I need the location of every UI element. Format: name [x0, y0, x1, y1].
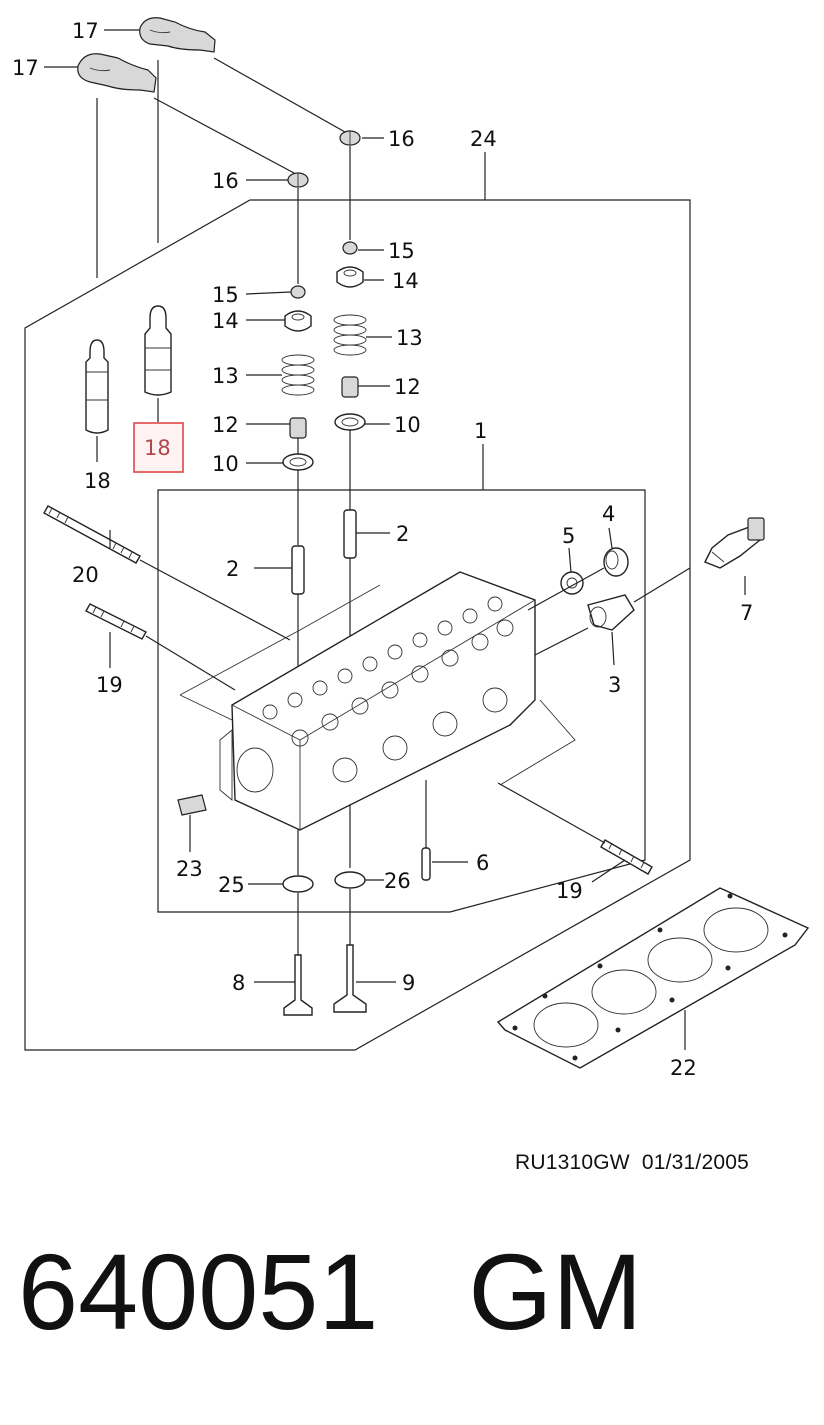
callout-16b: 16 [212, 169, 239, 193]
sensor-7 [704, 517, 765, 569]
callout-26: 26 [384, 869, 411, 893]
stud-19-right [600, 839, 653, 875]
callout-13a: 13 [396, 326, 423, 350]
part-number: 640051 [18, 1231, 379, 1352]
callout-4: 4 [602, 502, 615, 526]
callout-16a: 16 [388, 127, 415, 151]
callout-10a: 10 [394, 413, 421, 437]
part-number-footer: 640051 GM [18, 1238, 642, 1346]
stud-20 [43, 505, 141, 564]
callout-19b: 19 [556, 879, 583, 903]
hydraulic-lifter-left [85, 339, 109, 434]
callout-13b: 13 [212, 364, 239, 388]
callout-labels: 17 17 16 16 24 15 15 14 14 13 13 12 12 1… [12, 19, 753, 1080]
callout-9: 9 [402, 971, 415, 995]
callout-7: 7 [740, 601, 753, 625]
callout-10b: 10 [212, 452, 239, 476]
head-gasket [496, 887, 810, 1069]
dowel-6 [421, 780, 431, 881]
callout-12b: 12 [212, 413, 239, 437]
callout-6: 6 [476, 851, 489, 875]
callout-23: 23 [176, 857, 203, 881]
callout-2a: 2 [396, 522, 409, 546]
sensor-3 [587, 594, 635, 631]
callout-17b: 17 [12, 56, 39, 80]
callout-24: 24 [470, 127, 497, 151]
leader-lines [44, 29, 746, 1050]
callout-15b: 15 [212, 283, 239, 307]
hydraulic-lifter-right [144, 305, 172, 396]
cylinder-head [179, 571, 576, 831]
rocker-arm-lower [77, 53, 157, 93]
valve-train-left [281, 285, 315, 1016]
group-frame-1 [157, 489, 646, 913]
callout-15a: 15 [388, 239, 415, 263]
group-frame-24 [24, 199, 691, 1051]
callout-12a: 12 [394, 375, 421, 399]
valve-train-right [333, 241, 367, 1013]
callout-18a: 18 [84, 469, 111, 493]
valve-key-16-right [339, 130, 361, 146]
valve-key-16-left [287, 172, 309, 188]
brand-name: GM [468, 1231, 643, 1352]
callout-8: 8 [232, 971, 245, 995]
callout-1: 1 [474, 419, 487, 443]
plug-23 [177, 794, 207, 816]
diagram-reference-code: RU1310GW 01/31/2005 [515, 1151, 749, 1174]
callout-14a: 14 [392, 269, 419, 293]
rocker-arm-upper [139, 17, 216, 53]
callout-18b: 18 [144, 436, 171, 460]
callout-5: 5 [562, 524, 575, 548]
highlight-box-18 [133, 422, 184, 473]
callout-22: 22 [670, 1056, 697, 1080]
callout-19a: 19 [96, 673, 123, 697]
seal-5 [560, 571, 584, 595]
callout-14b: 14 [212, 309, 239, 333]
callout-3: 3 [608, 673, 621, 697]
callout-17a: 17 [72, 19, 99, 43]
callout-20: 20 [72, 563, 99, 587]
stud-19-left [85, 603, 147, 640]
callout-25: 25 [218, 873, 245, 897]
callout-2b: 2 [226, 557, 239, 581]
cap-4 [603, 547, 629, 577]
